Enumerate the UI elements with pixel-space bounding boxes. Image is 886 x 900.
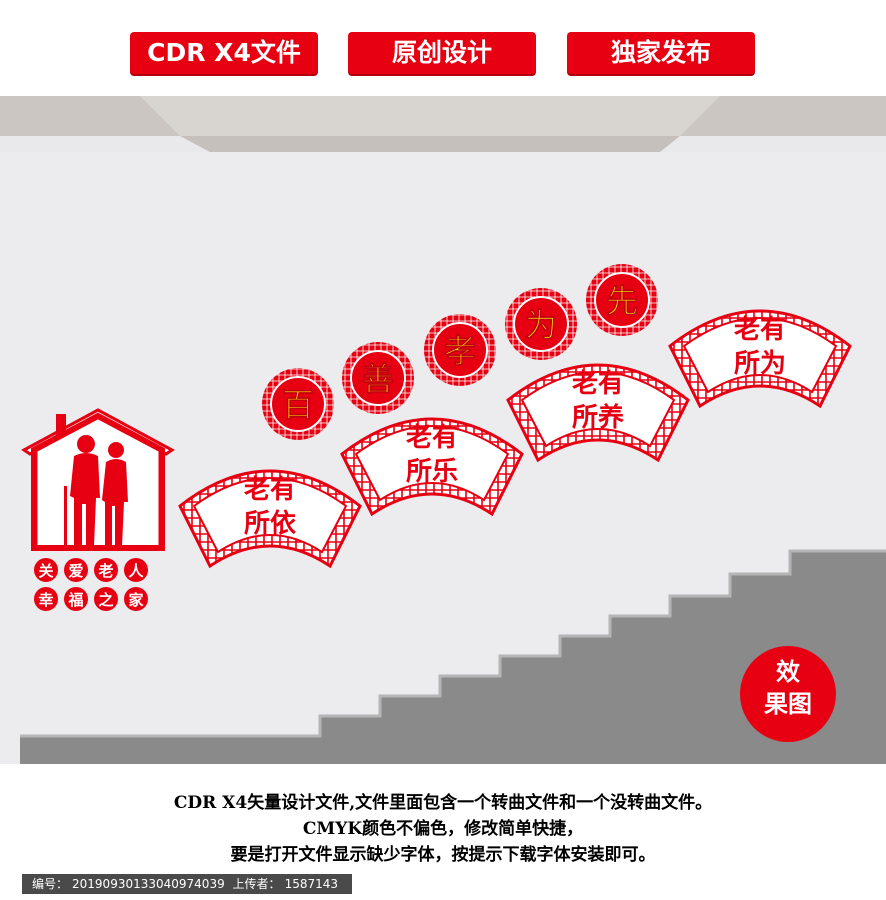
fan-line1: 老有	[406, 423, 458, 453]
uploader-value: 1587143	[284, 877, 339, 891]
ceiling-right	[680, 96, 886, 136]
caption: CDR X4矢量设计文件,文件里面包含一个转曲文件和一个没转曲文件。 CMYK颜…	[0, 790, 886, 868]
id-value: 20190930133040974039	[72, 877, 225, 891]
house-label: 之	[98, 591, 113, 609]
fan-panel-1: 老有 所依	[178, 469, 362, 569]
scene-svg: 关 爱 老 人 幸 福 之 家 百 善 孝	[0, 96, 886, 764]
id-label: 编号：	[32, 877, 69, 891]
house-label: 爱	[68, 562, 83, 580]
fan-panel-4: 老有 所为	[668, 309, 852, 409]
fan-line1: 老有	[572, 369, 624, 399]
house-labels: 关 爱 老 人 幸 福 之 家	[34, 558, 148, 611]
slogan-circles: 百 善 孝 为 先	[262, 264, 658, 440]
slogan-circle: 先	[586, 264, 658, 336]
caption-line-3: 要是打开文件显示缺少字体，按提示下载字体安装即可。	[230, 845, 656, 865]
caption-line-1: CDR X4矢量设计文件,文件里面包含一个转曲文件和一个没转曲文件。	[173, 793, 713, 813]
effect-line1: 效	[776, 658, 800, 686]
fan-line1: 老有	[734, 315, 786, 345]
house-label: 关	[38, 562, 53, 580]
elderly-couple-icon	[64, 435, 128, 546]
slogan-char: 善	[362, 360, 394, 398]
ceiling-left	[0, 96, 180, 136]
house-label: 福	[67, 591, 83, 609]
slogan-circle: 善	[342, 342, 414, 414]
house-label: 幸	[38, 591, 53, 609]
top-badges: CDR X4文件 原创设计 独家发布	[0, 32, 886, 76]
effect-badge: 效 果图	[740, 646, 836, 742]
slogan-circle: 百	[262, 368, 334, 440]
fan-line2: 所为	[734, 349, 786, 379]
uploader-label: 上传者：	[232, 877, 281, 891]
house-icon	[21, 408, 175, 551]
caption-line-2: CMYK颜色不偏色，修改简单快捷，	[302, 819, 584, 839]
badge-exclusive: 独家发布	[567, 32, 755, 74]
fan-panel-3: 老有 所养	[506, 363, 690, 463]
badge-original: 原创设计	[348, 32, 536, 74]
fan-line2: 所乐	[406, 457, 458, 487]
slogan-char: 为	[525, 306, 557, 344]
slogan-char: 百	[282, 386, 314, 424]
slogan-char: 孝	[444, 332, 476, 370]
footer: 编号：20190930133040974039 上传者：1587143	[0, 874, 886, 900]
house-label: 人	[128, 562, 144, 580]
stair-edge	[20, 549, 886, 738]
ceiling-beam	[180, 136, 680, 152]
fan-line2: 所养	[572, 402, 624, 433]
slogan-circle: 为	[505, 288, 577, 360]
slogan-circle: 孝	[424, 314, 496, 386]
house-label: 老	[97, 562, 113, 580]
fan-panel-2: 老有 所乐	[340, 417, 524, 517]
fan-line1: 老有	[244, 475, 296, 505]
house-label: 家	[128, 591, 143, 609]
slogan-char: 先	[606, 282, 638, 320]
footer-info: 编号：20190930133040974039 上传者：1587143	[22, 874, 353, 894]
staircase	[20, 551, 886, 764]
fan-line2: 所依	[244, 509, 297, 539]
effect-line2: 果图	[764, 690, 812, 718]
wall-scene: 关 爱 老 人 幸 福 之 家 百 善 孝	[0, 96, 886, 764]
badge-cdr: CDR X4文件	[130, 32, 318, 74]
